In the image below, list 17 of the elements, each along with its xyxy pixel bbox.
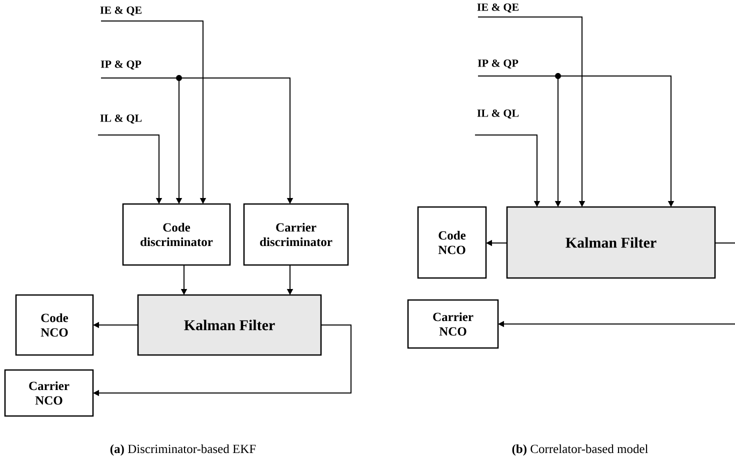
signal-label: IP & QP — [478, 59, 518, 69]
filter-box: Kalman Filter — [506, 206, 716, 279]
subfigure-caption: (b) Correlator-based model — [512, 444, 648, 456]
signal-label: IL & QL — [477, 109, 519, 119]
signal-label: IE & QE — [100, 6, 142, 16]
process-box: Carrier discriminator — [243, 203, 349, 266]
filter-box: Kalman Filter — [137, 294, 322, 356]
subfigure-caption: (a) Discriminator-based EKF — [110, 444, 256, 456]
process-box: Carrier NCO — [407, 299, 499, 349]
signal-label: IE & QE — [477, 3, 519, 13]
signal-label: IL & QL — [100, 114, 142, 124]
process-box: Code NCO — [15, 294, 94, 356]
connector-line — [714, 242, 735, 244]
process-box: Carrier NCO — [4, 369, 94, 417]
process-box: Code discriminator — [122, 203, 231, 266]
signal-label: IP & QP — [100, 60, 142, 70]
process-box: Code NCO — [417, 206, 487, 279]
